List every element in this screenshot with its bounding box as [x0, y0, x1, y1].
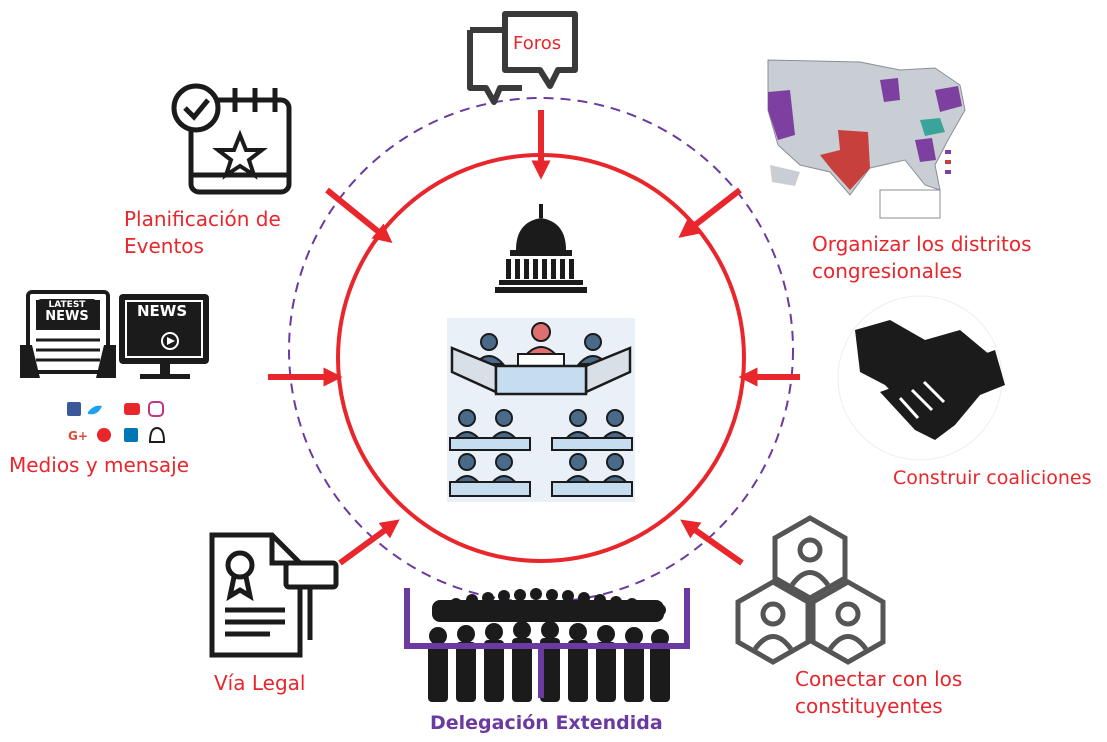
news-screen-badge: NEWS — [137, 304, 187, 322]
legislative-chamber-icon — [447, 318, 635, 502]
label-via-legal-text: Vía Legal — [214, 671, 306, 695]
label-organizar-line1: Organizar los distritos — [812, 232, 1032, 256]
calendar-icon — [171, 83, 292, 195]
label-via-legal: Vía Legal — [214, 670, 305, 697]
news-screen-text: NEWS — [137, 302, 188, 320]
snapchat-icon — [148, 426, 166, 443]
label-coaliciones-text: Construir coaliciones — [893, 467, 1092, 489]
label-organizar-line2: congresionales — [812, 259, 963, 283]
label-conectar-line1: Conectar con los — [795, 667, 963, 691]
capitol-icon — [495, 204, 587, 293]
label-foros-text: Foros — [513, 33, 562, 54]
arrow-planificacion — [325, 187, 393, 244]
label-organizar: Organizar los distritos congresionales — [812, 231, 1032, 285]
us-districts-map-icon — [767, 59, 966, 219]
arrow-organizar — [678, 187, 742, 238]
instagram-icon — [148, 401, 164, 417]
label-conectar-line2: constituyentes — [795, 694, 943, 718]
facebook-icon — [67, 402, 81, 416]
constituents-hexagons-icon — [735, 515, 886, 665]
pinterest-icon — [97, 428, 111, 442]
handshake-icon — [837, 295, 1005, 461]
label-delegacion: Delegación Extendida — [430, 710, 663, 737]
inward-arrows — [268, 110, 800, 566]
latest-text: LATEST — [48, 300, 86, 310]
news-paper-text: NEWS — [45, 309, 89, 324]
youtube-icon — [124, 403, 140, 415]
label-planificacion-line1: Planificación de — [124, 207, 281, 231]
legal-document-gavel-icon — [209, 532, 339, 658]
latest-news-badge: LATEST NEWS — [38, 299, 96, 327]
label-delegacion-text: Delegación Extendida — [430, 712, 663, 734]
label-planificacion-line2: Eventos — [124, 234, 204, 258]
label-coaliciones: Construir coaliciones — [893, 465, 1092, 492]
label-medios: Medios y mensaje — [9, 452, 189, 479]
label-conectar: Conectar con los constituyentes — [795, 666, 962, 720]
delegation-crowd-icon — [428, 588, 670, 702]
label-planificacion: Planificación de Eventos — [124, 206, 281, 260]
label-foros: Foros — [513, 30, 561, 57]
social-media-icons: G+ — [67, 401, 166, 443]
arrow-via-legal — [338, 519, 400, 566]
google-plus-icon: G+ — [68, 429, 88, 443]
delegation-bracket — [404, 588, 690, 698]
twitter-icon — [88, 405, 102, 415]
chat-bubbles-icon — [467, 11, 578, 105]
label-medios-text: Medios y mensaje — [9, 453, 190, 477]
arrow-conectar — [680, 519, 744, 566]
linkedin-icon — [124, 428, 138, 442]
